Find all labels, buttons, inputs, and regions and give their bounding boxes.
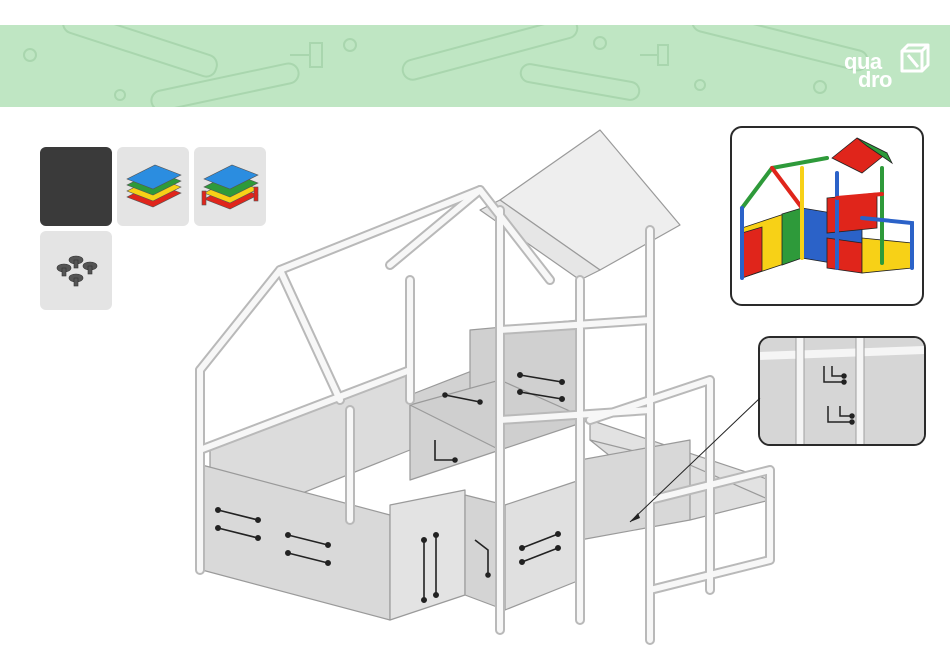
finished-model-preview	[730, 126, 924, 306]
colorful-playhouse-image	[732, 128, 922, 304]
connector-detail-zoom	[758, 336, 926, 446]
banner-pattern	[0, 25, 950, 107]
dark-panel-part	[40, 147, 112, 226]
connector-screws-icon	[40, 231, 112, 310]
logo-text-bottom: dro	[858, 69, 892, 91]
quadro-logo: qua dro	[842, 39, 932, 95]
assembly-drawing	[170, 120, 790, 650]
header-banner: qua dro	[0, 25, 950, 107]
connector-detail-image	[760, 338, 924, 444]
connectors-part	[40, 231, 112, 310]
logo-cube-icon	[898, 41, 932, 75]
